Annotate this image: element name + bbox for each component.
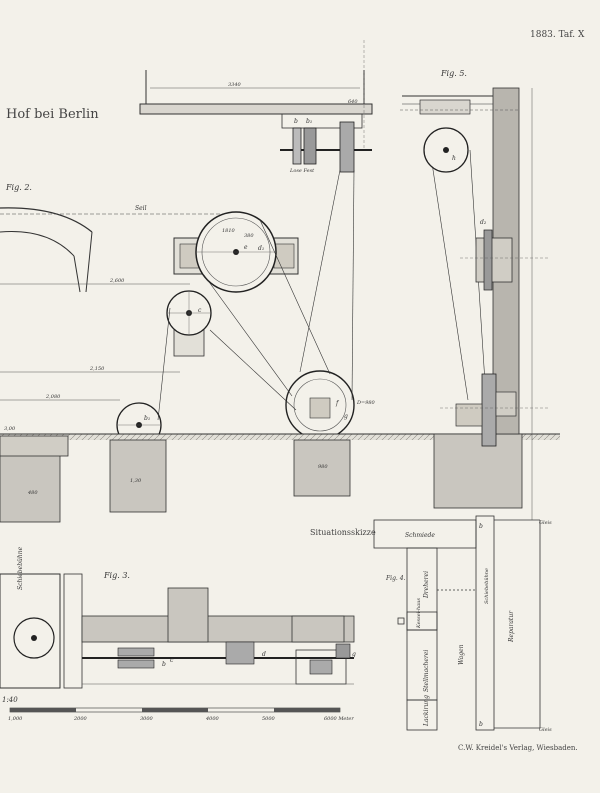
sit-schiebebuehne: Schiebebühne — [484, 568, 490, 604]
plate-label: 1883. Taf. X — [530, 30, 585, 40]
scale-tick-4: 4000 — [205, 716, 220, 722]
label-b1: b₁ — [306, 118, 312, 125]
label-schiebebuehne-left: Schiebebühne — [17, 546, 24, 590]
scale-ratio: 1:40 — [2, 696, 18, 704]
label-seil: Seil — [135, 205, 147, 212]
label-d2: d₂ — [480, 219, 487, 226]
sit-gleis-top: Gleis — [539, 520, 552, 526]
wall-gear-lower — [440, 373, 548, 447]
sit-dreherei: Dreherei — [423, 571, 430, 599]
sit-label-b-top: b — [479, 523, 483, 530]
figure-label-4: Fig. 4. — [385, 575, 406, 582]
fig3-label-d: d — [262, 651, 266, 658]
dim-top: 3340 — [228, 82, 242, 88]
fig3-label-c: c — [170, 657, 174, 664]
base-gear-housing — [0, 435, 69, 457]
foundations: 480 1,30 980 3,00 — [0, 426, 523, 523]
dim-low: 2,080 — [45, 394, 61, 400]
main-pulley-assembly: 1810 380 e d₁ — [173, 211, 299, 293]
sit-stellmacherei: Stellmacherei — [423, 650, 430, 692]
sit-lackirung: Lackirung — [423, 695, 430, 727]
figure-label-2: Fig. 2. — [5, 183, 32, 192]
sit-kessel-haus: Kessel-haus — [416, 598, 422, 629]
dim-pulley: 1810 — [222, 228, 236, 234]
fig3-label-b: b — [162, 661, 166, 668]
sit-schmiede: Schmiede — [405, 532, 435, 539]
dim-found-b: 1,30 — [130, 478, 142, 484]
scale-tick-6: 6000 Meter — [324, 716, 354, 722]
pulley-g: f g D=980 — [285, 370, 376, 440]
location-title: Hof bei Berlin — [6, 107, 99, 122]
dim-left: 3,00 — [4, 426, 16, 432]
fig3-label-g: g — [352, 651, 356, 658]
pulley-h: h — [423, 127, 469, 173]
wall-gear-d2: d₂ — [460, 219, 548, 291]
sit-gleis-bottom: Gleis — [539, 727, 552, 733]
label-e: e — [244, 244, 248, 251]
figure-label-5: Fig. 5. — [440, 69, 467, 78]
dim-c: 2,150 — [89, 366, 105, 372]
scale-bar: 1,000 2000 3000 4000 5000 6000 Meter — [8, 707, 354, 722]
sit-label-b-bottom: b — [479, 721, 483, 728]
situation-title: Situationsskizze — [310, 528, 376, 537]
pulley-c: c — [166, 290, 212, 357]
label-b1-lower: b₁ — [144, 415, 150, 422]
figure-label-3: Fig. 3. — [103, 571, 130, 580]
overhead-shaft-assembly: 3340 640 b b₁ Lose Fest — [139, 40, 373, 174]
label-h: h — [452, 155, 456, 162]
label-f: f — [335, 400, 340, 407]
building-arch — [0, 207, 93, 293]
label-c: c — [198, 307, 202, 314]
sit-reparatur: Reparatur — [508, 610, 515, 643]
dim-g: D=980 — [356, 400, 376, 406]
scale-tick-1: 1,000 — [8, 716, 23, 722]
dim-pulley-b: 380 — [244, 233, 254, 239]
situation-plan — [373, 515, 541, 731]
label-b: b — [294, 118, 298, 125]
label-lose-fest: Lose Fest — [289, 168, 315, 174]
dim-found-a: 480 — [27, 490, 38, 496]
sit-wagen: Wagen — [458, 644, 465, 665]
ground-strip — [0, 434, 560, 440]
dim-right-a: 640 — [348, 99, 358, 105]
label-g: g — [344, 413, 348, 420]
dim-found-c: 980 — [318, 464, 328, 470]
publisher-credit: C.W. Kreidel's Verlag, Wiesbaden. — [458, 744, 578, 752]
scale-tick-3: 3000 — [140, 716, 154, 722]
label-d1: d₁ — [258, 245, 264, 252]
scale-tick-5: 5000 — [262, 716, 276, 722]
scale-tick-2: 2000 — [73, 716, 88, 722]
fig3-plan-view: b c d g — [0, 573, 356, 689]
dim-mid: 2,600 — [109, 278, 125, 284]
